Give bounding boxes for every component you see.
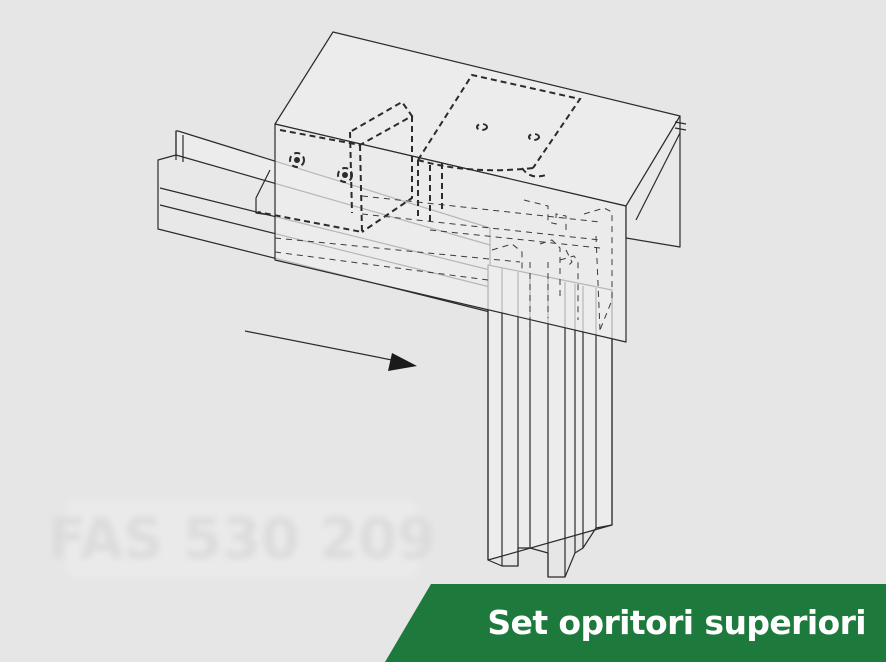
title-banner <box>385 584 886 662</box>
direction-arrow-icon <box>244 330 417 371</box>
hidden-plate <box>417 73 582 222</box>
hidden-profile-ends <box>491 199 613 331</box>
hidden-rail-lines <box>274 195 601 281</box>
hidden-bracket <box>255 100 414 234</box>
watermark: FAS 530 209 <box>48 500 436 578</box>
watermark-text: FAS 530 209 <box>48 507 436 572</box>
